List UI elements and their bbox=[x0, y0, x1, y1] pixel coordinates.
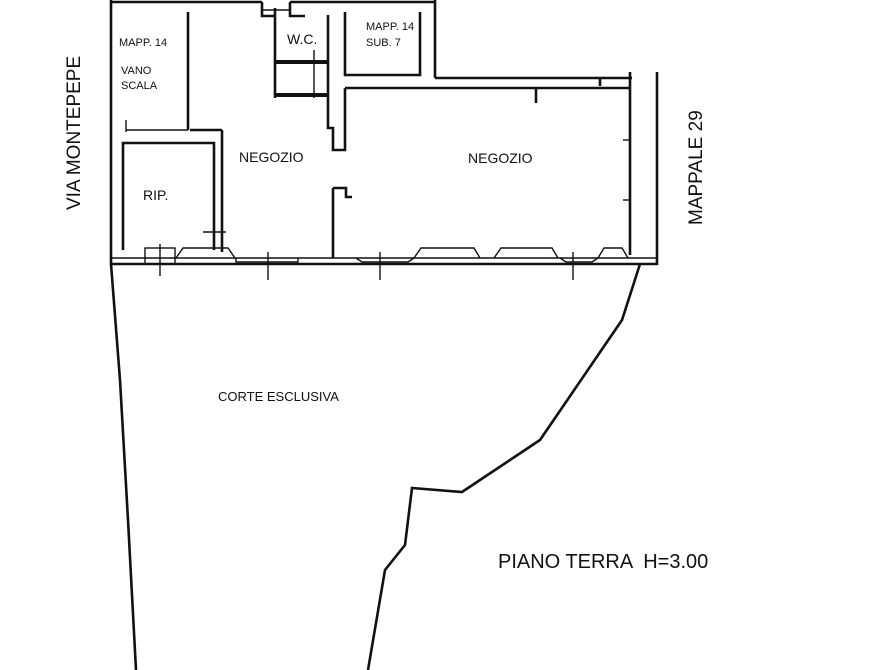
shop-left-label: NEGOZIO bbox=[239, 149, 304, 165]
floor-caption: PIANO TERRA H=3.00 bbox=[498, 551, 708, 573]
interior-walls bbox=[121, 2, 630, 258]
mapp14-sub7-label-line1: MAPP. 14 bbox=[366, 21, 414, 33]
wc-label: W.C. bbox=[287, 31, 317, 47]
stairwell-label-line1: VANO bbox=[121, 65, 152, 77]
mapp14-sub7-label-line2: SUB. 7 bbox=[366, 37, 401, 49]
storage-label: RIP. bbox=[143, 187, 168, 203]
street-label: VIA MONTEPEPE bbox=[64, 56, 85, 210]
stairwell-label-line2: SCALA bbox=[121, 80, 158, 92]
facade-windows bbox=[144, 244, 629, 280]
parcel-label: MAPPALE 29 bbox=[686, 110, 707, 225]
courtyard-boundary bbox=[109, 263, 642, 670]
shop-right-label: NEGOZIO bbox=[468, 150, 533, 166]
courtyard-label: CORTE ESCLUSIVA bbox=[218, 389, 339, 404]
mapp14-label: MAPP. 14 bbox=[119, 37, 167, 49]
building-walls bbox=[109, 0, 659, 266]
